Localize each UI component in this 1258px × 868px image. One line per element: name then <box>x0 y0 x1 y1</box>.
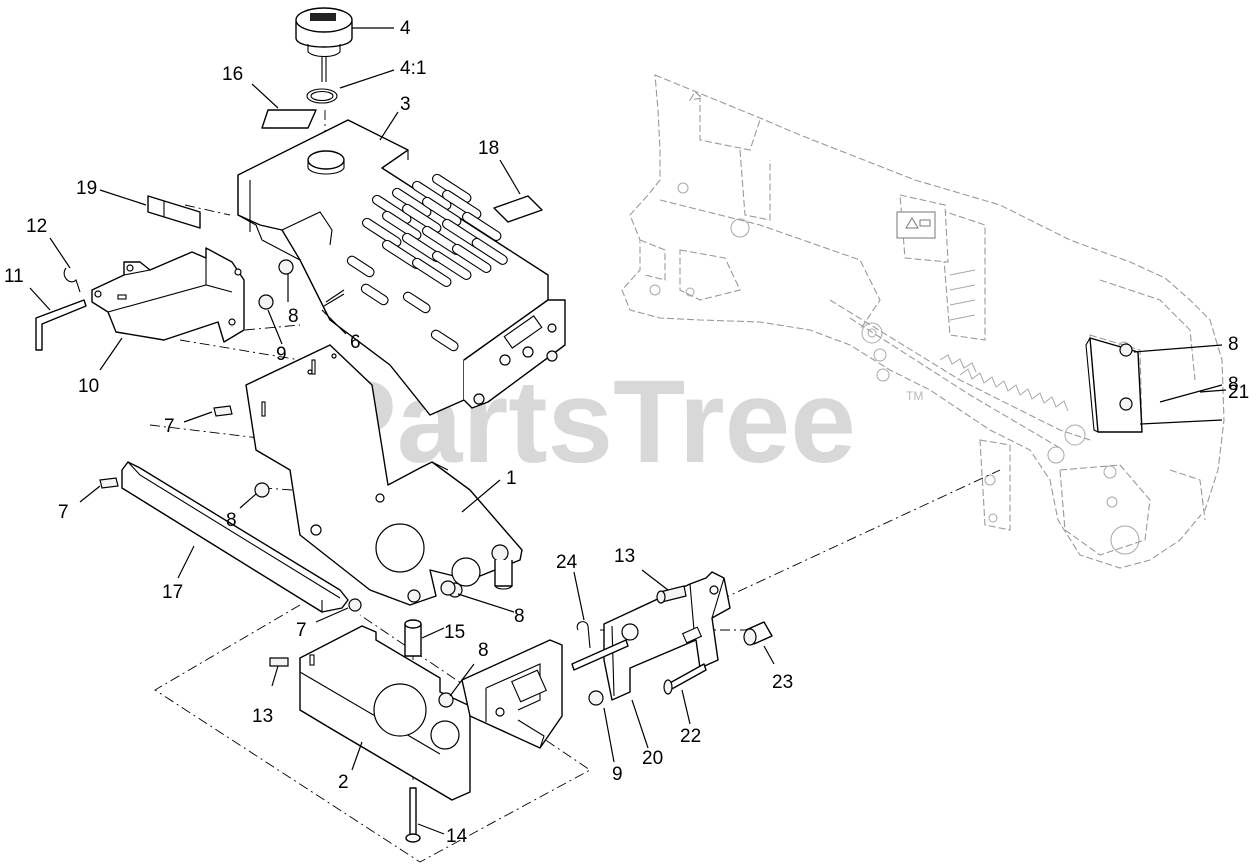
nut-8-plate <box>440 580 456 596</box>
callout-8-right-top: 8 <box>1228 334 1239 355</box>
nut-9-upper <box>258 294 274 310</box>
callout-7-rail: 7 <box>296 620 307 641</box>
callout-22: 22 <box>680 726 701 747</box>
part-22-pin <box>663 663 707 695</box>
bolt-13-lower <box>269 657 289 667</box>
part-2-lower-bracket <box>299 625 563 801</box>
callout-8-plate: 8 <box>514 606 525 627</box>
part-3-tank-cover <box>237 119 566 416</box>
part-24-hitch-pin <box>571 621 629 671</box>
callout-7-left: 7 <box>58 502 69 523</box>
callout-10: 10 <box>78 376 99 397</box>
bolt-7-upper <box>213 405 233 417</box>
callout-1: 1 <box>506 468 517 489</box>
callout-18: 18 <box>478 138 499 159</box>
part-13-bolt-upper <box>656 585 687 604</box>
nut-8-tank <box>278 259 294 275</box>
part-4-1-gasket <box>306 88 338 104</box>
part-18-decal <box>493 195 543 223</box>
callout-19: 19 <box>76 178 97 199</box>
part-15-spacer <box>404 619 422 657</box>
callout-4-1: 4:1 <box>400 58 426 79</box>
callout-9-upper: 9 <box>276 344 287 365</box>
callout-7-upper: 7 <box>164 416 175 437</box>
nut-9-lower <box>588 690 604 706</box>
callout-16: 16 <box>222 64 243 85</box>
callout-17: 17 <box>162 582 183 603</box>
callout-8-rail: 8 <box>226 510 237 531</box>
part-6-pin <box>323 289 345 307</box>
hardware <box>99 259 604 706</box>
part-21-bracket <box>1085 337 1143 433</box>
part-17-rail <box>121 461 349 613</box>
callout-8-lower: 8 <box>478 640 489 661</box>
callout-3: 3 <box>400 94 411 115</box>
callout-6: 6 <box>350 332 361 353</box>
callout-8-right-mid: 8 <box>1228 374 1239 395</box>
callout-20: 20 <box>642 748 663 769</box>
part-19-decal <box>147 195 201 229</box>
callout-2: 2 <box>338 772 349 793</box>
callout-8-tank: 8 <box>288 306 299 327</box>
part-11-pin <box>35 299 87 351</box>
tank-cover-slots <box>346 173 508 352</box>
callout-15: 15 <box>444 622 465 643</box>
callout-23: 23 <box>772 672 793 693</box>
callout-21-label: 21 <box>1228 382 1249 403</box>
callout-11: 11 <box>4 266 24 287</box>
callout-labels: 4 4:1 3 16 18 19 12 11 10 8 9 6 7 7 8 1 … <box>4 18 1249 847</box>
part-23-bushing <box>743 621 773 646</box>
callout-13-lower: 13 <box>252 706 273 727</box>
mower-frame-ghost <box>621 74 1225 569</box>
callout-13-upper: 13 <box>614 546 635 567</box>
callout-14: 14 <box>446 826 468 847</box>
part-12-clip <box>63 267 81 293</box>
part-16-decal <box>261 109 317 129</box>
part-4-fuel-cap <box>295 7 353 82</box>
part-14-bolt <box>405 787 421 843</box>
part-1-plate <box>245 344 523 606</box>
watermark-trademark: TM <box>906 389 923 403</box>
part-20-hitch <box>603 571 731 701</box>
nut-8-rail <box>254 482 270 498</box>
callout-24: 24 <box>556 552 578 573</box>
nut-7-rail <box>348 598 362 612</box>
part-10-bracket <box>91 247 245 343</box>
callout-12: 12 <box>26 216 47 237</box>
leader-lines <box>29 27 1227 835</box>
bolt-7-left <box>99 477 119 489</box>
callout-4: 4 <box>400 18 411 39</box>
callout-9-lower: 9 <box>612 764 623 785</box>
